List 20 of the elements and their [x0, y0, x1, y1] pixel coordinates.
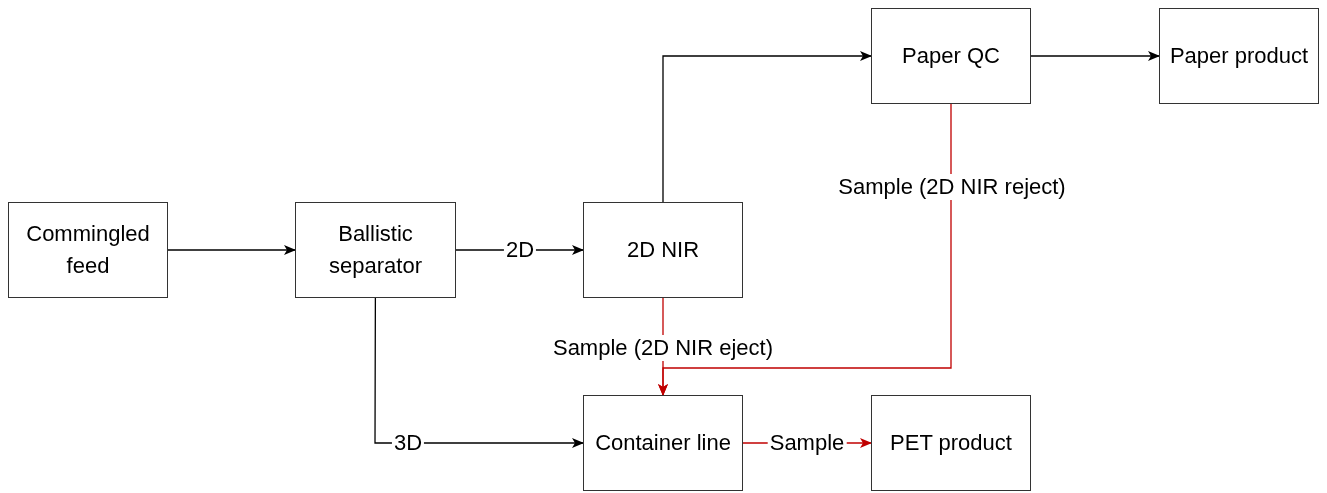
arrow [167, 245, 296, 255]
box-label: Paper product [1169, 42, 1309, 70]
process-box [8, 202, 168, 298]
process-box [871, 8, 1031, 104]
process-box [583, 395, 743, 491]
arrow [374, 297, 584, 448]
edge-label: Sample (2D NIR reject) [836, 174, 1068, 200]
box-label: PET product [890, 429, 1012, 457]
box-label: 2D NIR [626, 236, 700, 264]
arrow [1030, 51, 1160, 61]
process-box [1159, 8, 1319, 104]
box-label: Ballistic separator [328, 220, 423, 280]
box-label: Paper QC [902, 42, 1000, 70]
process-box [295, 202, 456, 298]
process-box [583, 202, 743, 298]
arrow [662, 51, 872, 203]
process-box [871, 395, 1031, 491]
box-label: Commingled feed [25, 220, 151, 280]
box-label: Container line [595, 429, 731, 457]
arrow [658, 103, 952, 396]
